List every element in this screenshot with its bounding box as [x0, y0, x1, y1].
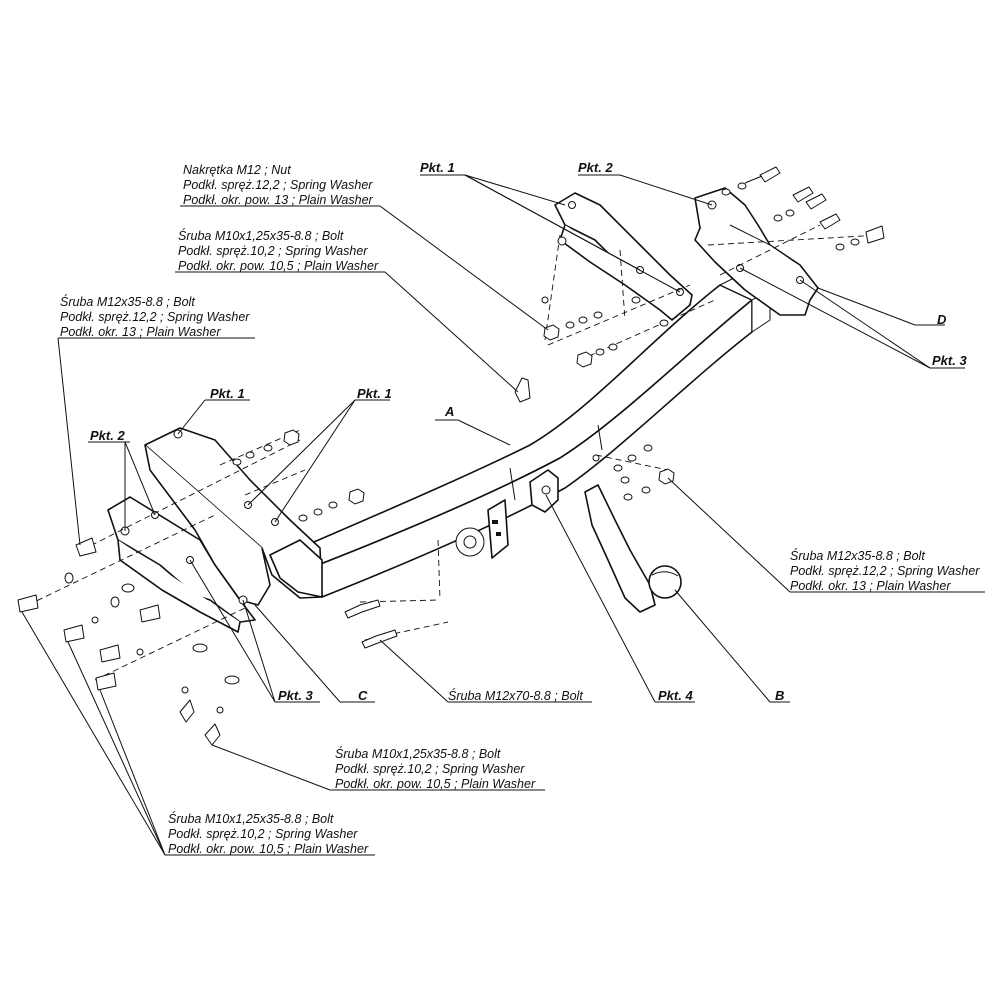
label-line: Podkł. okr. 13 ; Plain Washer	[790, 579, 951, 593]
label-line: Śruba M10x1,25x35-8.8 ; Bolt	[335, 746, 501, 761]
label-line: Podkł. okr. 13 ; Plain Washer	[60, 325, 221, 339]
label-bolt-m12-right: Śruba M12x35-8.8 ; Bolt Podkł. spręż.12,…	[790, 548, 980, 593]
label-line: Podkł. spręż.12,2 ; Spring Washer	[183, 178, 373, 192]
label-line: Podkł. spręż.10,2 ; Spring Washer	[168, 827, 358, 841]
part-d-label: D	[937, 312, 947, 327]
crossbar-a	[299, 275, 771, 598]
label-line: Podkł. spręż.12,2 ; Spring Washer	[60, 310, 250, 324]
label-line: Śruba M12x35-8.8 ; Bolt	[790, 548, 925, 563]
center-bracket	[529, 469, 559, 513]
label-line: Śruba M10x1,25x35-8.8 ; Bolt	[168, 811, 334, 826]
label-line: Podkł. spręż.10,2 ; Spring Washer	[178, 244, 368, 258]
left-side-bracket	[144, 427, 323, 606]
label-line: Śruba M12x35-8.8 ; Bolt	[60, 294, 195, 309]
label-bolt-m10-mid: Śruba M10x1,25x35-8.8 ; Bolt Podkł. sprę…	[335, 746, 536, 791]
label-bolt-m12-left: Śruba M12x35-8.8 ; Bolt Podkł. spręż.12,…	[60, 294, 250, 339]
pkt3-right-label: Pkt. 3	[932, 353, 967, 368]
label-line: Podkł. spręż.12,2 ; Spring Washer	[790, 564, 980, 578]
part-c-label: C	[358, 688, 368, 703]
pkt1-left-label: Pkt. 1	[210, 386, 245, 401]
right-mounting-plate	[694, 187, 819, 316]
pkt4-label: Pkt. 4	[658, 688, 693, 703]
part-a-label: A	[444, 404, 454, 419]
label-line: Nakrętka M12 ; Nut	[183, 163, 291, 177]
label-bolt-m10-top: Śruba M10x1,25x35-8.8 ; Bolt Podkł. sprę…	[178, 228, 379, 273]
label-line: Podkł. spręż.10,2 ; Spring Washer	[335, 762, 525, 776]
label-line: Śruba M10x1,25x35-8.8 ; Bolt	[178, 228, 344, 243]
pkt1-top-label: Pkt. 1	[420, 160, 455, 175]
pkt3-bottom-label: Pkt. 3	[278, 688, 313, 703]
part-b-label: B	[775, 688, 784, 703]
leader-lines	[21, 174, 985, 856]
socket-plate	[455, 499, 509, 559]
alignment-lines	[27, 224, 881, 681]
label-nut-group-top: Nakrętka M12 ; Nut Podkł. spręż.12,2 ; S…	[183, 163, 374, 207]
tow-ball-b	[584, 484, 682, 613]
pkt1-center-label: Pkt. 1	[357, 386, 392, 401]
pkt2-left-label: Pkt. 2	[90, 428, 125, 443]
label-bolt-m12x70: Śruba M12x70-8.8 ; Bolt	[448, 688, 583, 703]
label-line: Podkł. okr. pow. 10,5 ; Plain Washer	[335, 777, 536, 791]
label-line: Podkł. okr. pow. 13 ; Plain Washer	[183, 193, 374, 207]
label-bolt-m10-bottom: Śruba M10x1,25x35-8.8 ; Bolt Podkł. sprę…	[168, 811, 369, 856]
label-line: Podkł. okr. pow. 10,5 ; Plain Washer	[178, 259, 379, 273]
pkt2-top-label: Pkt. 2	[578, 160, 613, 175]
label-line: Podkł. okr. pow. 10,5 ; Plain Washer	[168, 842, 369, 856]
